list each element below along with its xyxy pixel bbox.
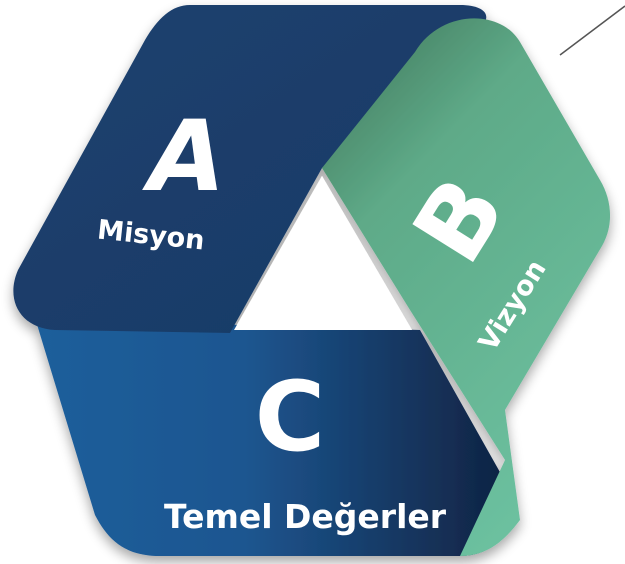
decorative-line <box>559 5 625 56</box>
segment-a-band <box>13 5 487 333</box>
segment-c-letter: C <box>255 361 325 473</box>
segment-c-band <box>23 285 515 556</box>
center-triangle <box>234 176 412 330</box>
segment-c-label: Temel Değerler <box>164 497 447 536</box>
segment-b-band <box>322 18 611 556</box>
